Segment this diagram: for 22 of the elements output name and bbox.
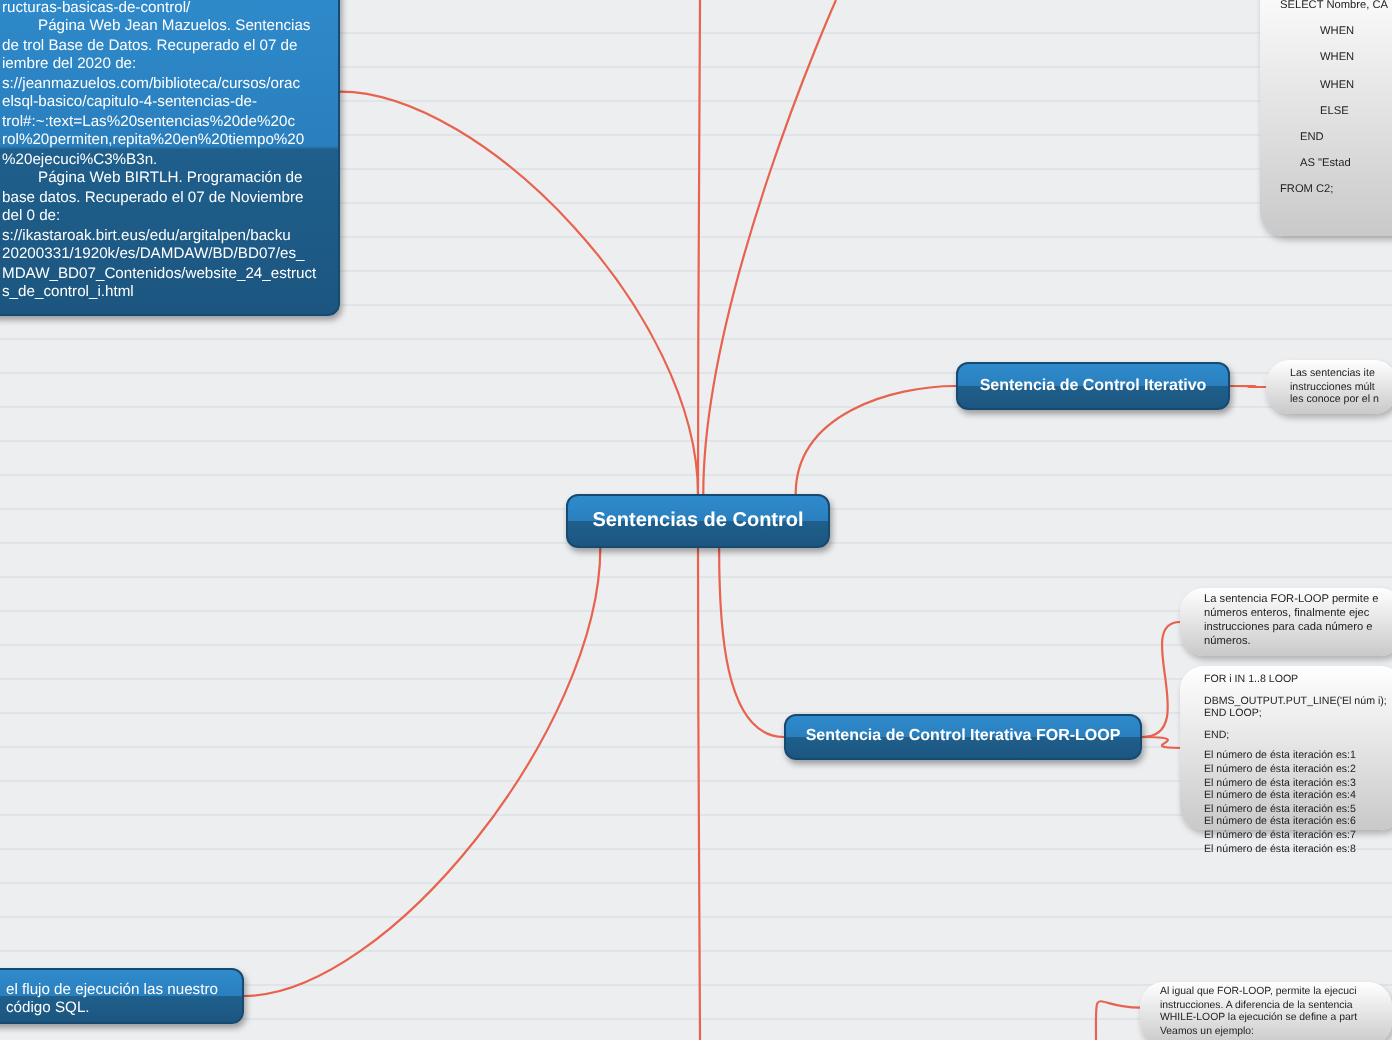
note-box xyxy=(1180,588,1392,656)
topic-label: Sentencia de Control Iterativa FOR-LOOP xyxy=(803,726,1123,746)
topic-label: Sentencias de Control xyxy=(590,510,806,535)
connector-line xyxy=(1094,1000,1141,1040)
connector-line xyxy=(243,547,602,998)
connector-line xyxy=(696,548,702,1040)
topic-box xyxy=(566,494,830,548)
topic-label: Sentencia de Control Iterativo xyxy=(977,376,1209,396)
connector-line xyxy=(1141,620,1181,739)
code-box xyxy=(1260,0,1392,236)
topic-box xyxy=(784,714,1142,760)
connector-line xyxy=(1142,735,1181,750)
connector-line xyxy=(696,0,702,494)
connector-line xyxy=(794,384,957,495)
connector-line xyxy=(702,0,837,495)
note-box xyxy=(1266,360,1392,414)
note-box xyxy=(0,968,244,1024)
reference-box xyxy=(0,0,340,316)
topic-box xyxy=(956,362,1230,410)
connector-line xyxy=(1230,384,1266,389)
note-box xyxy=(1140,982,1392,1040)
connector-line xyxy=(718,548,785,739)
